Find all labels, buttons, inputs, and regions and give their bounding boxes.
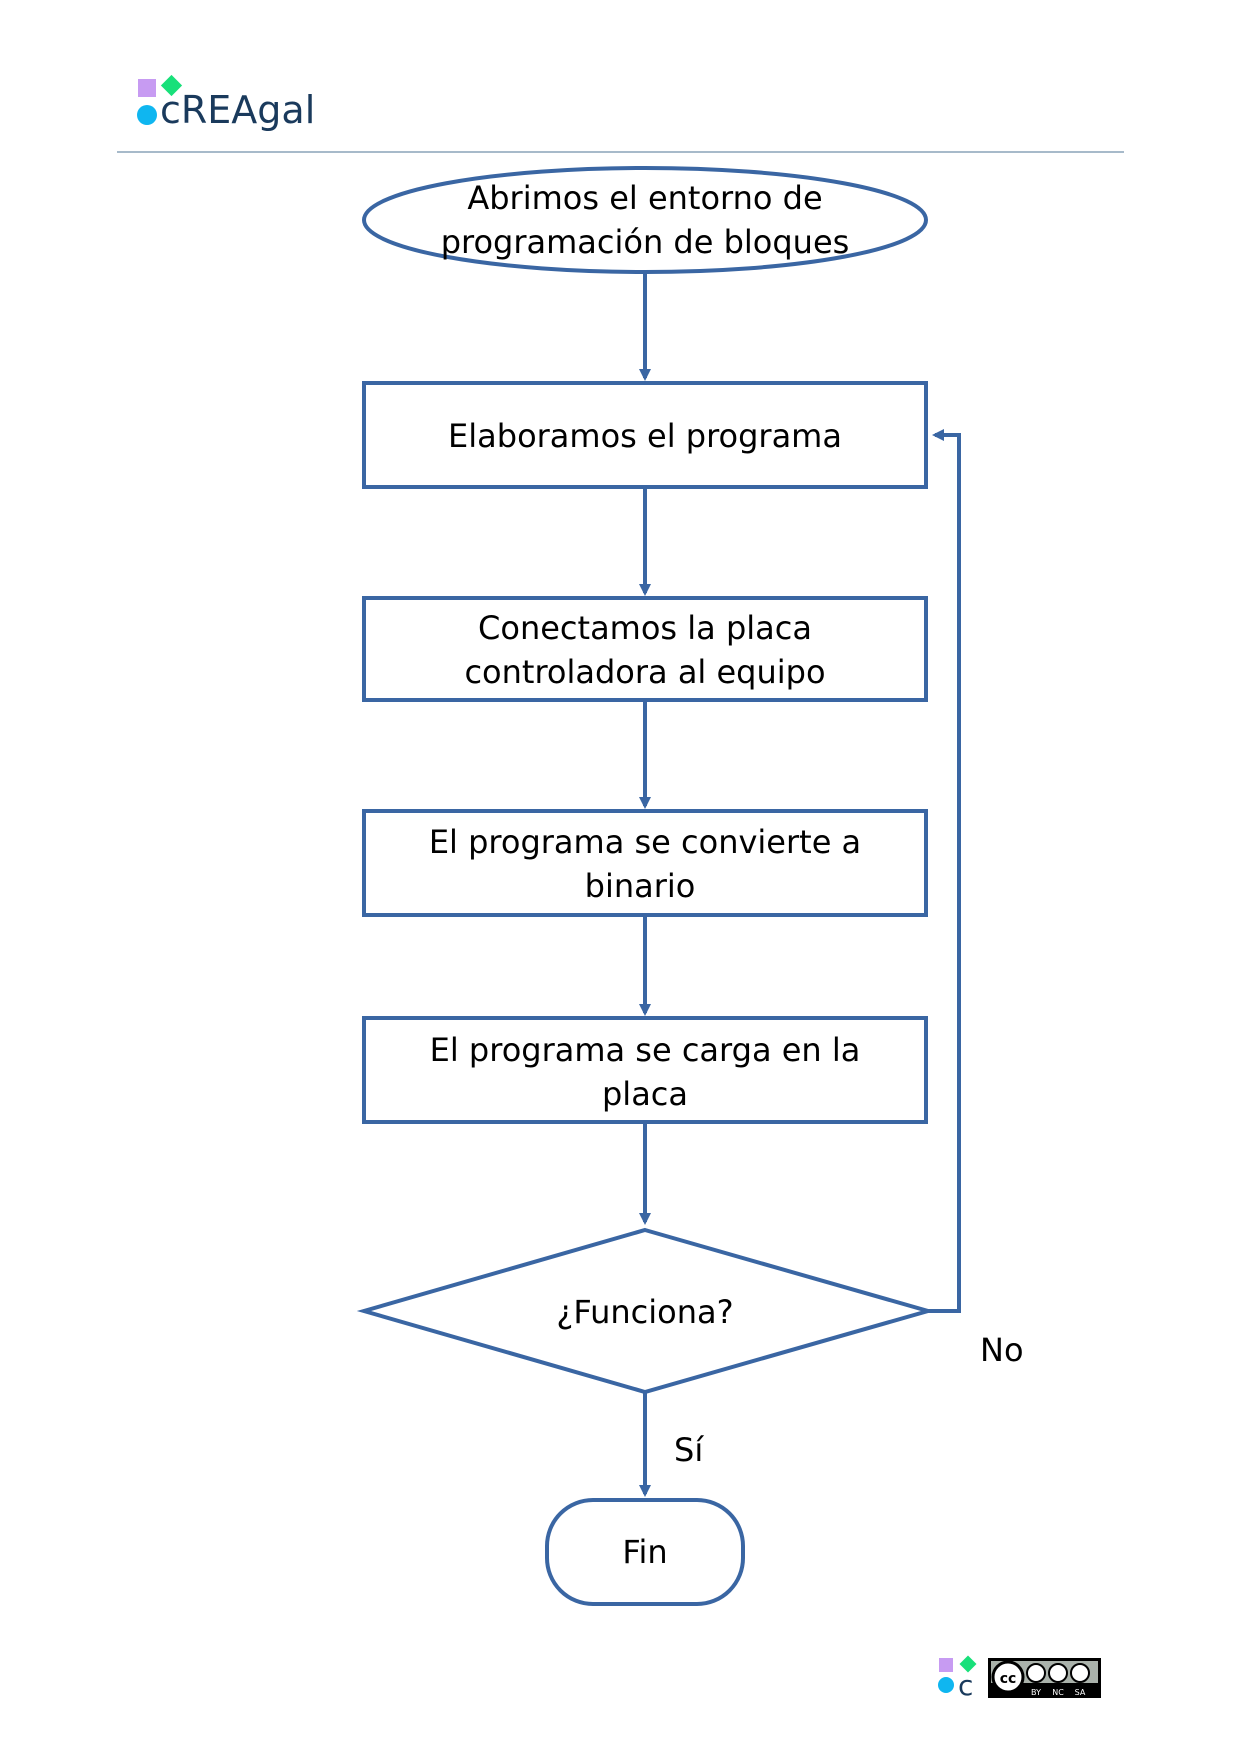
node-convert-label-line-2: binario <box>585 867 696 905</box>
node-load: El programa se carga en la placa <box>362 1016 928 1124</box>
footer-creagal-logo: c <box>938 1655 977 1702</box>
process-box <box>362 381 928 489</box>
node-connect: Conectamos la placa controladora al equi… <box>362 596 928 702</box>
footer-logo-square-icon <box>939 1658 953 1672</box>
node-convert: El programa se convierte a binario <box>362 809 928 917</box>
node-start: Abrimos el entorno de programación de bl… <box>362 166 928 274</box>
logo-circle-icon <box>137 105 157 125</box>
license-label-sa: SA <box>1075 1688 1086 1697</box>
footer-logo-circle-icon <box>938 1677 954 1693</box>
logo-text: cREAgal <box>160 88 315 132</box>
cc-logo-glyph: cc <box>1000 1671 1017 1687</box>
process-box <box>362 809 928 917</box>
footer-logo-diamond-icon <box>959 1655 977 1673</box>
process-box <box>362 1016 928 1124</box>
node-start-label-line-2: programación de bloques <box>441 223 850 261</box>
cc-by-nc-sa-icon: cc BY NC SA <box>988 1658 1101 1698</box>
edge-label-no: No <box>980 1331 1024 1369</box>
node-decision: ¿Funciona? <box>356 1227 936 1395</box>
terminal-rounded-shape <box>545 1498 745 1606</box>
node-start-label-line-1: Abrimos el entorno de <box>467 179 822 217</box>
process-box <box>362 596 928 702</box>
node-end-label: Fin <box>622 1533 667 1571</box>
sa-share-icon <box>1070 1663 1090 1683</box>
logo-square-icon <box>138 79 156 97</box>
node-end: Fin <box>545 1498 745 1606</box>
node-convert-label-line-1: El programa se convierte a <box>429 823 861 861</box>
flowchart-edges <box>639 272 961 1497</box>
node-elaborate: Elaboramos el programa <box>362 381 928 489</box>
edge-decision-to-elaborate <box>928 429 961 1313</box>
node-connect-label-line-2: controladora al equipo <box>464 653 825 691</box>
license-label-by: BY <box>1031 1688 1041 1697</box>
creagal-logo: cREAgal <box>137 74 315 132</box>
nc-dollar-icon <box>1048 1663 1068 1683</box>
license-label-nc: NC <box>1052 1688 1064 1697</box>
node-load-label-line-1: El programa se carga en la <box>430 1031 861 1069</box>
by-person-icon <box>1026 1663 1046 1683</box>
terminal-ellipse-shape <box>362 166 928 274</box>
node-decision-label: ¿Funciona? <box>556 1293 733 1331</box>
node-load-label-line-2: placa <box>602 1075 688 1113</box>
cc-logo-icon <box>991 1660 1025 1694</box>
edge-label-yes: Sí <box>674 1431 704 1469</box>
node-elaborate-label: Elaboramos el programa <box>448 417 842 455</box>
logo-diamond-icon <box>160 74 183 97</box>
node-connect-label-line-1: Conectamos la placa <box>478 609 812 647</box>
decision-diamond-shape <box>356 1227 936 1395</box>
footer-logo-text: c <box>958 1669 973 1702</box>
